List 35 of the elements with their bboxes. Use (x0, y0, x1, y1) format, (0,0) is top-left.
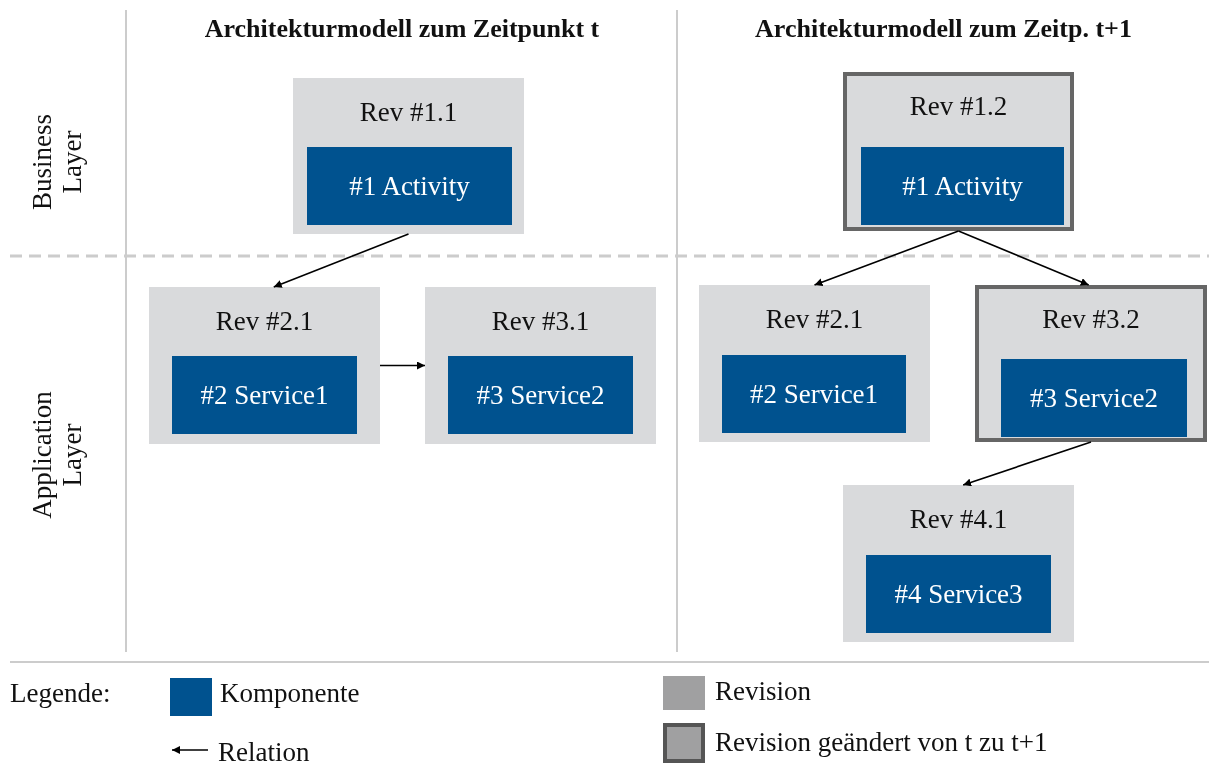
component-box: #2 Service1 (722, 355, 906, 433)
revision-label: Rev #4.1 (908, 503, 1009, 535)
revision-box (425, 287, 656, 444)
component-box: #2 Service1 (172, 356, 357, 434)
revision-box (843, 72, 1074, 231)
arrow (272, 233, 410, 288)
column-heading: Architekturmodell zum Zeitpunkt t (203, 14, 601, 44)
revision-box (699, 285, 930, 442)
revision-label: Rev #1.2 (908, 90, 1009, 122)
layer-label: Application Layer (27, 390, 87, 521)
revision-box (149, 287, 380, 444)
component-box: #3 Service2 (1001, 359, 1187, 437)
column-heading: Architekturmodell zum Zeitp. t+1 (754, 14, 1133, 44)
legend-label: Revision geändert von t zu t+1 (715, 727, 1048, 758)
revision-label: Rev #3.1 (490, 305, 591, 337)
revision-label: Rev #3.2 (1041, 303, 1141, 335)
revision-box (843, 485, 1074, 642)
layer-label: Business Layer (27, 113, 87, 212)
component-box: #3 Service2 (448, 356, 633, 434)
revision-label: Rev #1.1 (358, 96, 459, 128)
legend-label: Revision (715, 676, 811, 707)
arrow (957, 230, 1090, 286)
revision-box (975, 285, 1207, 442)
arrow (962, 441, 1092, 487)
arrow (813, 230, 960, 286)
revision-box (293, 78, 524, 234)
legend-label: Komponente (220, 678, 360, 709)
legend-label: Relation (218, 737, 310, 768)
component-box: #4 Service3 (866, 555, 1051, 633)
revision-label: Rev #2.1 (214, 305, 315, 337)
arrow (379, 361, 426, 370)
component-box: #1 Activity (861, 147, 1064, 225)
revision-label: Rev #2.1 (764, 303, 865, 335)
component-box: #1 Activity (307, 147, 512, 225)
legend-title: Legende: (10, 678, 112, 709)
